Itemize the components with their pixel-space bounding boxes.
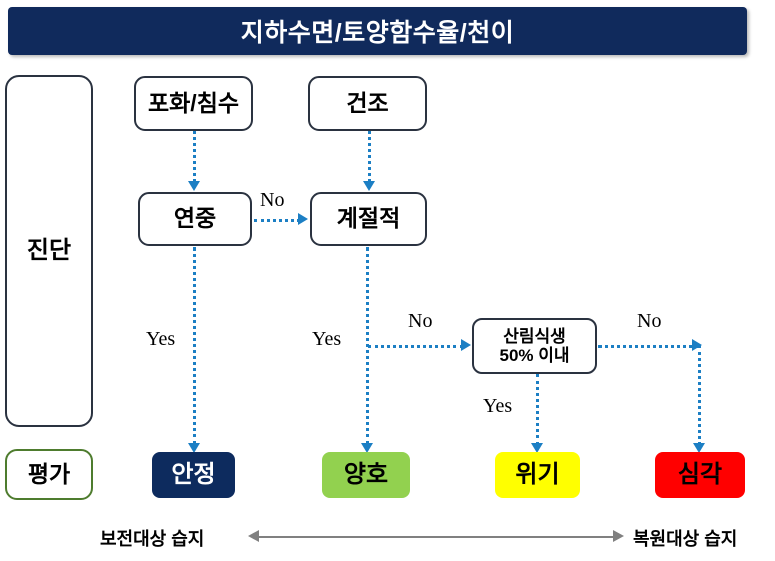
outcome-good-label: 양호	[343, 460, 389, 488]
edge-label-seasonal-yes: Yes	[312, 328, 342, 350]
node-forest-line1: 산림식생	[503, 326, 566, 346]
node-forest-line2: 50% 이내	[499, 346, 570, 365]
edge-label-seasonal-no: No	[408, 310, 433, 332]
edge-annual-to-stable	[193, 247, 196, 445]
edge-forest-to-severe-arrowhead-right	[692, 339, 702, 351]
edge-dry-to-seasonal	[368, 131, 371, 182]
edge-forest-to-crisis-arrowhead	[531, 443, 543, 453]
page-title: 지하수면/토양함수율/천이	[240, 19, 515, 47]
scale-arrow-left-icon	[248, 530, 259, 542]
node-dry-label: 건조	[346, 89, 389, 116]
edge-seasonal-to-good	[366, 247, 369, 445]
edge-annual-to-seasonal	[254, 219, 300, 222]
edge-seasonal-to-good-arrowhead	[361, 443, 373, 453]
scale-line	[258, 536, 614, 538]
node-forest-vegetation: 산림식생 50% 이내	[472, 318, 597, 374]
node-annual-label: 연중	[173, 205, 217, 232]
outcome-stable-label: 안정	[171, 460, 216, 488]
edge-label-annual-yes: Yes	[146, 328, 176, 350]
node-dry: 건조	[308, 76, 427, 131]
edge-saturated-to-annual	[193, 131, 196, 182]
outcome-good: 양호	[322, 452, 410, 498]
edge-forest-to-crisis	[536, 374, 539, 445]
node-saturated: 포화/침수	[134, 76, 253, 131]
edge-label-annual-no: No	[260, 189, 285, 211]
outcome-severe-label: 심각	[677, 460, 723, 488]
node-saturated-label: 포화/침수	[147, 89, 240, 116]
outcome-crisis-label: 위기	[515, 460, 560, 488]
scale-arrow-right-icon	[613, 530, 624, 542]
outcome-severe: 심각	[655, 452, 745, 498]
scale-label-right: 복원대상 습지	[633, 529, 738, 549]
rail-diagnosis: 진단	[5, 75, 93, 427]
edge-saturated-to-annual-arrowhead	[188, 181, 200, 191]
rail-diagnosis-label: 진단	[26, 236, 72, 264]
edge-dry-to-seasonal-arrowhead	[363, 181, 375, 191]
edge-forest-to-severe-horizontal	[598, 345, 700, 348]
edge-label-forest-yes: Yes	[483, 395, 513, 417]
edge-annual-to-seasonal-arrowhead	[298, 213, 308, 225]
edge-label-forest-no: No	[637, 310, 662, 332]
node-annual: 연중	[138, 192, 252, 246]
diagram-title-bar: 지하수면/토양함수율/천이	[8, 7, 747, 55]
scale-label-left: 보전대상 습지	[100, 529, 205, 549]
node-seasonal: 계절적	[310, 192, 427, 246]
edge-annual-to-stable-arrowhead	[188, 443, 200, 453]
edge-seasonal-to-forest	[368, 345, 463, 348]
node-seasonal-label: 계절적	[336, 205, 401, 232]
edge-seasonal-to-forest-arrowhead	[461, 339, 471, 351]
rail-evaluation: 평가	[5, 449, 93, 500]
rail-evaluation-label: 평가	[27, 460, 71, 487]
outcome-crisis: 위기	[495, 452, 580, 498]
edge-forest-to-severe-arrowhead-down	[693, 443, 705, 453]
outcome-stable: 안정	[152, 452, 235, 498]
edge-forest-to-severe-vertical	[698, 345, 701, 445]
